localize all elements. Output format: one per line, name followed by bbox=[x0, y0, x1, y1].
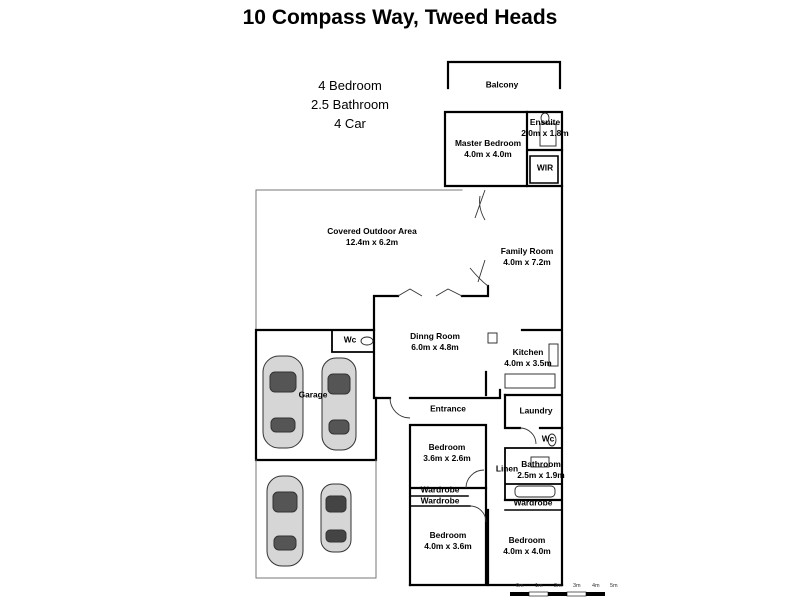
carport-outline bbox=[255, 459, 377, 579]
wardrobe-label: Wardrobe bbox=[420, 495, 460, 506]
door-swing bbox=[465, 469, 485, 489]
room-wir: WIR bbox=[536, 162, 554, 173]
bathroom-walls bbox=[504, 447, 563, 501]
room-entrance: Entrance bbox=[430, 403, 466, 414]
basin-icon bbox=[530, 456, 550, 468]
toilet-icon bbox=[360, 336, 374, 346]
bifold-door bbox=[397, 288, 463, 297]
scale-label: 5m bbox=[610, 583, 618, 589]
scale-label: 1m bbox=[535, 583, 543, 589]
ensuite-wall bbox=[525, 110, 564, 188]
wardrobe-walls bbox=[409, 487, 563, 511]
wardrobe-label: Wardrobe bbox=[420, 484, 460, 495]
sink-icon bbox=[487, 332, 498, 344]
kitchen-bench bbox=[504, 373, 556, 389]
scale-label: 3m bbox=[573, 583, 581, 589]
toilet-icon bbox=[547, 433, 557, 447]
bath-icon bbox=[514, 485, 556, 498]
car-count: 4 Car bbox=[334, 116, 366, 131]
scale-bar bbox=[510, 591, 605, 597]
car-icon bbox=[320, 483, 352, 553]
room-wc: Wc bbox=[343, 334, 357, 345]
linen-cupboard: Linen bbox=[495, 463, 519, 474]
wir-walls bbox=[529, 155, 559, 184]
balcony-outline bbox=[446, 60, 562, 90]
door-swing bbox=[519, 427, 537, 445]
room-laundry: Laundry bbox=[519, 405, 553, 416]
bathroom-count: 2.5 Bathroom bbox=[310, 97, 390, 112]
bedroom-count: 4 Bedroom bbox=[318, 78, 382, 93]
outdoor-area-outline bbox=[255, 189, 463, 331]
car-icon bbox=[266, 475, 304, 567]
stove-icon bbox=[548, 343, 559, 367]
wc-walls bbox=[331, 329, 375, 353]
car-icon bbox=[321, 357, 357, 451]
kitchen-walls bbox=[503, 393, 564, 430]
scale-label: 0m bbox=[516, 583, 524, 589]
wardrobe-label: Wardrobe bbox=[513, 497, 553, 508]
toilet-icon bbox=[540, 112, 550, 124]
shower-icon bbox=[539, 123, 557, 147]
door-swing bbox=[474, 189, 486, 221]
room-garage: Garage bbox=[298, 389, 328, 400]
door-swing bbox=[389, 397, 411, 419]
scale-label: 4m bbox=[592, 583, 600, 589]
page-title: 10 Compass Way, Tweed Heads bbox=[242, 6, 558, 29]
room-wc-bath: Wc bbox=[541, 433, 555, 444]
scale-label: 2m bbox=[554, 583, 562, 589]
room-balcony: Balcony bbox=[485, 79, 519, 90]
door-swing bbox=[469, 505, 487, 523]
property-summary: 4 Bedroom 2.5 Bathroom 4 Car bbox=[260, 76, 440, 133]
garage-walls bbox=[254, 328, 378, 462]
bedroom-divider bbox=[408, 486, 564, 587]
car-icon bbox=[262, 355, 304, 449]
door-swing bbox=[469, 259, 489, 287]
